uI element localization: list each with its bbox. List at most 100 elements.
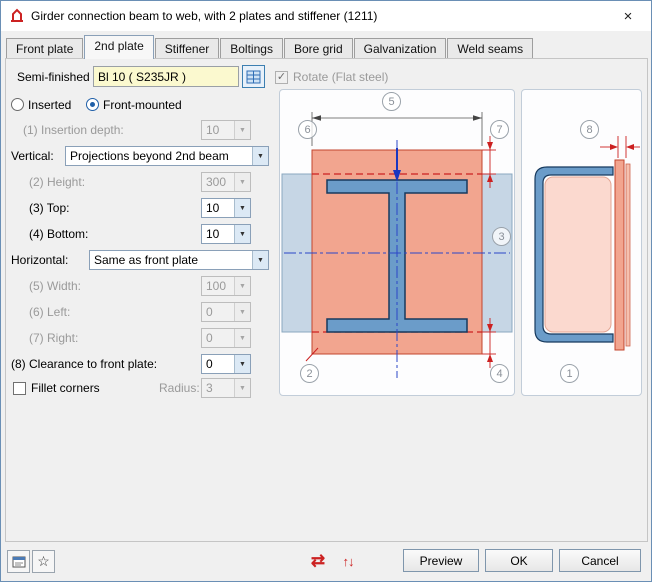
bottom-combo[interactable]: 10 ▼ xyxy=(201,224,251,244)
chevron-down-icon: ▼ xyxy=(234,329,250,347)
second-plate-edge xyxy=(614,159,625,351)
clearance-label: (8) Clearance to front plate: xyxy=(11,357,158,371)
close-button[interactable]: × xyxy=(623,7,633,25)
marker-6: 6 xyxy=(298,120,317,139)
rotate-checkbox: ✓ xyxy=(275,71,288,84)
insertion-depth-combo: 10 ▼ xyxy=(201,120,251,140)
side-diagram-panel: 8 1 xyxy=(521,89,642,396)
side-diagram xyxy=(534,136,640,351)
insertion-depth-value: 10 xyxy=(206,123,220,137)
swap-sides-button[interactable]: ⇄ xyxy=(305,549,331,573)
main-diagram-panel: 5 6 7 3 2 4 xyxy=(279,89,515,396)
marker-3: 3 xyxy=(492,227,511,246)
settings-button[interactable] xyxy=(7,550,30,573)
front-plate-edge xyxy=(625,163,631,347)
chevron-down-icon: ▼ xyxy=(234,173,250,191)
horizontal-dropdown[interactable]: Same as front plate ▼ xyxy=(89,250,269,270)
up-down-arrows-icon: ↑↓ xyxy=(342,553,355,569)
tab-bar: Front plate 2nd plate Stiffener Boltings… xyxy=(6,35,534,59)
insertion-arrow-head xyxy=(393,170,401,182)
tab-galvanization[interactable]: Galvanization xyxy=(353,38,447,59)
dim-arrow-red xyxy=(610,144,618,150)
clearance-combo[interactable]: 0 ▼ xyxy=(201,354,251,374)
insertion-depth-label: (1) Insertion depth: xyxy=(23,123,124,137)
marker-4: 4 xyxy=(490,364,509,383)
tab-weld-seams[interactable]: Weld seams xyxy=(447,38,534,59)
height-label: (2) Height: xyxy=(29,175,86,189)
dim-arrow-red xyxy=(626,144,634,150)
right-combo: 0 ▼ xyxy=(201,328,251,348)
left-label: (6) Left: xyxy=(29,305,71,319)
semi-finished-label: Semi-finished xyxy=(17,70,90,84)
tab-stiffener[interactable]: Stiffener xyxy=(154,38,220,59)
left-combo: 0 ▼ xyxy=(201,302,251,322)
dim-arrow-red xyxy=(487,142,493,150)
tab-2nd-plate[interactable]: 2nd plate xyxy=(84,35,154,59)
corner-tick xyxy=(305,347,319,362)
catalog-button[interactable] xyxy=(242,65,265,88)
height-value: 300 xyxy=(206,175,227,189)
tab-boltings[interactable]: Boltings xyxy=(220,38,283,59)
preview-button[interactable]: Preview xyxy=(403,549,479,572)
chevron-down-icon[interactable]: ▼ xyxy=(234,355,250,373)
width-combo: 100 ▼ xyxy=(201,276,251,296)
chevron-down-icon: ▼ xyxy=(234,277,250,295)
fillet-corners-label: Fillet corners xyxy=(31,381,100,395)
favorites-button[interactable]: ☆ xyxy=(32,550,55,573)
front-mounted-label: Front-mounted xyxy=(103,98,182,112)
horizontal-value: Same as front plate xyxy=(94,253,199,267)
chevron-down-icon[interactable]: ▼ xyxy=(252,251,268,269)
height-combo: 300 ▼ xyxy=(201,172,251,192)
chevron-down-icon: ▼ xyxy=(234,303,250,321)
horizontal-label: Horizontal: xyxy=(11,253,69,267)
flip-vertical-button[interactable]: ↑↓ xyxy=(335,549,361,573)
clearance-value: 0 xyxy=(206,357,213,371)
radius-label: Radius: xyxy=(159,381,200,395)
app-icon xyxy=(9,8,25,24)
catalog-grid-icon xyxy=(246,70,261,83)
marker-1: 1 xyxy=(560,364,579,383)
marker-8: 8 xyxy=(580,120,599,139)
chevron-down-icon[interactable]: ▼ xyxy=(252,147,268,165)
bottom-label: (4) Bottom: xyxy=(29,227,89,241)
window-title: Girder connection beam to web, with 2 pl… xyxy=(31,9,378,23)
dim-arrow xyxy=(473,115,482,121)
top-value: 10 xyxy=(206,201,220,215)
star-icon: ☆ xyxy=(37,553,50,569)
vertical-label: Vertical: xyxy=(11,149,54,163)
right-value: 0 xyxy=(206,331,213,345)
dim-arrow-red xyxy=(487,174,493,182)
width-label: (5) Width: xyxy=(29,279,82,293)
bottom-value: 10 xyxy=(206,227,220,241)
radius-value: 3 xyxy=(206,381,213,395)
marker-5: 5 xyxy=(382,92,401,111)
inserted-label: Inserted xyxy=(28,98,72,112)
rotate-label: Rotate (Flat steel) xyxy=(293,70,389,84)
right-label: (7) Right: xyxy=(29,331,79,345)
vertical-dropdown[interactable]: Projections beyond 2nd beam ▼ xyxy=(65,146,269,166)
main-diagram xyxy=(281,112,513,378)
inserted-radio[interactable] xyxy=(11,98,24,111)
tab-front-plate[interactable]: Front plate xyxy=(6,38,84,59)
marker-2: 2 xyxy=(300,364,319,383)
cancel-button[interactable]: Cancel xyxy=(559,549,641,572)
dialog-settings-icon xyxy=(12,556,25,567)
tab-bore-grid[interactable]: Bore grid xyxy=(283,38,353,59)
dim-arrow-red xyxy=(487,354,493,362)
front-mounted-radio[interactable] xyxy=(86,98,99,111)
dim-arrow-red xyxy=(487,324,493,332)
vertical-value: Projections beyond 2nd beam xyxy=(70,149,229,163)
top-combo[interactable]: 10 ▼ xyxy=(201,198,251,218)
title-bar: Girder connection beam to web, with 2 pl… xyxy=(1,1,651,31)
chevron-down-icon[interactable]: ▼ xyxy=(234,199,250,217)
beam-channel-shape xyxy=(534,166,614,343)
width-value: 100 xyxy=(206,279,227,293)
chevron-down-icon: ▼ xyxy=(234,121,250,139)
chevron-down-icon[interactable]: ▼ xyxy=(234,225,250,243)
fillet-corners-checkbox[interactable] xyxy=(13,382,26,395)
ok-button[interactable]: OK xyxy=(485,549,553,572)
swap-arrows-icon: ⇄ xyxy=(310,551,326,570)
semi-finished-input[interactable] xyxy=(93,66,239,87)
dim-arrow xyxy=(312,115,321,121)
